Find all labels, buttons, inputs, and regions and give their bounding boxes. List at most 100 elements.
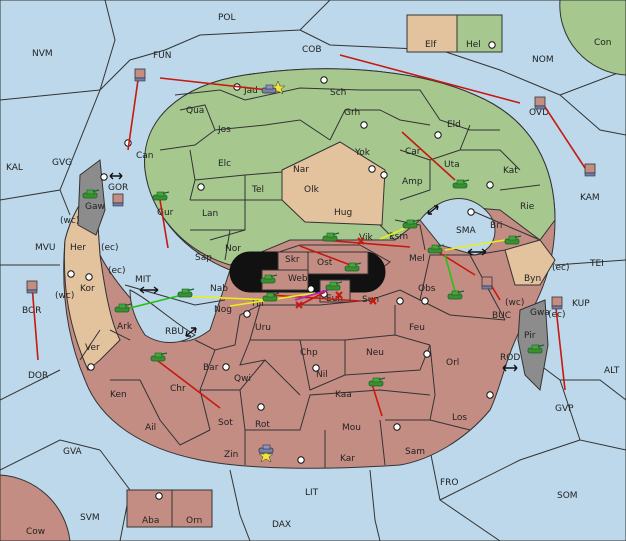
label-nog: Nog [214, 305, 232, 315]
tank-icon[interactable] [150, 352, 168, 362]
flag-icon[interactable] [112, 193, 124, 207]
label-los: Los [452, 413, 467, 423]
label-cob: COB [302, 45, 322, 55]
supply-centers [67, 41, 496, 500]
label-pir: Pir [524, 331, 536, 341]
region-con[interactable] [559, 0, 626, 76]
label-neu: Neu [366, 348, 384, 358]
tank-icon[interactable] [527, 344, 545, 354]
label-sot: Sot [218, 418, 233, 428]
label-car: Car [405, 147, 421, 157]
label-qua: Qua [186, 106, 204, 116]
label-grh: Grh [344, 108, 360, 118]
passage-arrows [109, 172, 518, 372]
tank-icon[interactable] [427, 244, 445, 254]
label-kup: KUP [572, 299, 590, 309]
tank-icon[interactable] [260, 274, 278, 284]
tank-icon[interactable] [325, 281, 343, 291]
tank-icon[interactable] [504, 235, 522, 245]
label-gwa: Gwa [530, 308, 550, 318]
label-nvm: NVM [32, 49, 53, 59]
label-hel: Hel [466, 40, 481, 50]
tank-icon[interactable] [114, 303, 132, 313]
dot-icon [434, 131, 442, 139]
units [26, 68, 596, 454]
tank-icon[interactable] [82, 189, 100, 199]
legend-box-orn [171, 489, 213, 528]
tank-icon[interactable] [368, 377, 386, 387]
label-web: Web [288, 274, 308, 284]
coast-tag-kor-ec: (ec) [108, 266, 126, 276]
dot-icon [297, 456, 305, 464]
label-gvp: GVP [555, 404, 574, 414]
tank-icon[interactable] [177, 288, 195, 298]
label-uru: Uru [255, 323, 271, 333]
label-svm: SVM [80, 513, 100, 523]
dot-icon [486, 391, 494, 399]
tank-icon[interactable] [258, 444, 274, 454]
label-elf: Elf [425, 40, 437, 50]
flag-icon[interactable] [26, 280, 38, 294]
tank-icon[interactable] [261, 84, 277, 94]
label-chp: Chp [300, 348, 318, 358]
tank-icon[interactable] [344, 262, 362, 272]
flag-icon[interactable] [551, 296, 563, 310]
coast-tag-gwa-wc: (wc) [505, 298, 524, 308]
star-icon [258, 448, 274, 463]
flag-icon[interactable] [584, 163, 596, 177]
label-sch: Sch [330, 88, 346, 98]
flag-icon[interactable] [481, 276, 493, 290]
label-con: Con [594, 38, 612, 48]
label-ken: Ken [110, 390, 127, 400]
tank-icon[interactable] [447, 290, 465, 300]
label-orn: Orn [186, 516, 202, 526]
dot-icon [396, 297, 404, 305]
region-byn[interactable] [504, 239, 556, 286]
label-nar: Nar [293, 165, 309, 175]
label-her: Her [70, 243, 86, 253]
flag-icon[interactable] [134, 68, 146, 82]
label-gaw: Gaw [85, 202, 105, 212]
convoy-orders [121, 254, 457, 311]
tank-icon[interactable] [152, 191, 170, 201]
region-cow[interactable] [0, 474, 71, 541]
coast-tag-kor-wc: (wc) [55, 291, 74, 301]
dot-icon [467, 208, 475, 216]
coast-tag-her-ec: (ec) [101, 243, 119, 253]
tank-icon[interactable] [262, 292, 280, 302]
label-nor: Nor [225, 244, 241, 254]
label-qwi: Qwi [234, 374, 251, 384]
label-ost: Ost [317, 258, 333, 268]
tank-icon[interactable] [452, 179, 470, 189]
label-nil: Nil [316, 370, 328, 380]
label-kaa: Kaa [335, 390, 352, 400]
label-byn: Byn [524, 274, 541, 284]
label-sap: Sap [195, 253, 212, 263]
label-kat: Kat [503, 166, 518, 176]
label-vik: Vik [359, 233, 373, 243]
label-gva: GVA [63, 447, 83, 457]
label-lit: LIT [305, 488, 319, 498]
dot-icon [67, 270, 75, 278]
move-orders [31, 54, 586, 417]
dot-icon [393, 423, 401, 431]
label-esm: Esm [389, 232, 408, 242]
region-labels: POL NVM FUN COB NOM Con OVD KAL GVG GOR … [6, 13, 620, 537]
label-jos: Jos [217, 125, 231, 135]
label-dax: DAX [272, 520, 291, 530]
dot-icon [312, 364, 320, 372]
label-sam: Sam [405, 447, 425, 457]
dot-icon [486, 181, 494, 189]
label-can: Can [136, 151, 154, 161]
label-fun: FUN [153, 51, 172, 61]
label-mel: Mel [409, 254, 425, 264]
dot-icon [257, 403, 265, 411]
dot-icon [307, 285, 315, 293]
tank-icon[interactable] [322, 232, 340, 242]
label-tei: TEI [589, 259, 604, 269]
flag-icon[interactable] [534, 96, 546, 110]
tank-icon[interactable] [402, 219, 420, 229]
label-mvu: MVU [35, 243, 56, 253]
label-mou: Mou [342, 423, 361, 433]
